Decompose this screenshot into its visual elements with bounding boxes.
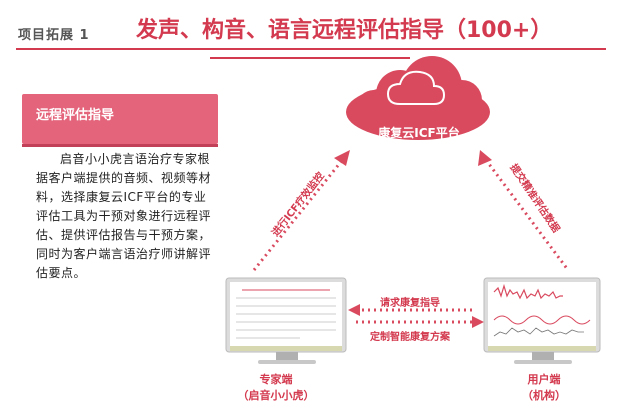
cloud-icon <box>346 56 490 140</box>
plan-arrow <box>356 316 484 328</box>
cloud-label: 康复云ICF平台 <box>378 126 460 140</box>
expert-caption: 专家端 （启音小小虎） <box>226 372 326 404</box>
side-body-text: 启音小小虎言语治疗专家根据客户端提供的音频、视频等材料，选择康复云ICF平台的专… <box>36 152 212 280</box>
page-title: 发声、构音、语言远程评估指导（100+） <box>136 18 553 43</box>
user-caption-line1: 用户端 <box>527 373 561 386</box>
user-monitor <box>483 277 601 364</box>
user-caption: 用户端 （机构） <box>494 372 594 404</box>
title-divider <box>16 48 606 50</box>
section-tag: 项目拓展 1 <box>18 28 90 43</box>
left-dotted-arrow <box>252 150 350 271</box>
request-arrow <box>348 304 476 316</box>
side-heading-shadow <box>22 144 218 147</box>
request-label: 请求康复指导 <box>380 298 440 309</box>
side-heading: 远程评估指导 <box>36 108 115 123</box>
side-heading-banner <box>22 94 218 144</box>
expert-monitor <box>225 277 347 364</box>
right-dotted-arrow <box>478 150 570 271</box>
expert-caption-line1: 专家端 <box>259 373 293 386</box>
user-caption-line2: （机构） <box>522 389 566 402</box>
title-underline <box>210 57 410 59</box>
plan-label: 定制智能康复方案 <box>370 332 450 343</box>
expert-caption-line2: （启音小小虎） <box>237 389 315 402</box>
